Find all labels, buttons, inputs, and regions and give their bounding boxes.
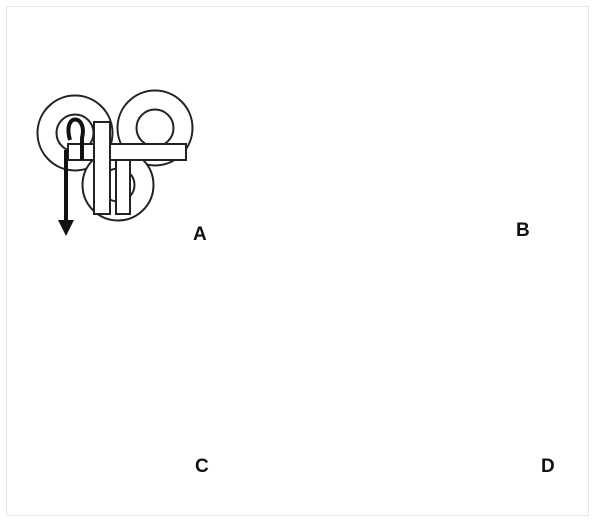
rope-bar: [94, 122, 110, 214]
rope-bar: [68, 144, 186, 160]
panel-a-knot: [47, 100, 186, 228]
panel-label-b: B: [516, 220, 530, 242]
arrow: [66, 120, 83, 229]
panel-label-d: D: [541, 456, 555, 478]
panel-label-c: C: [195, 456, 209, 478]
panel-label-a: A: [193, 224, 207, 246]
rope-bar: [116, 160, 130, 214]
